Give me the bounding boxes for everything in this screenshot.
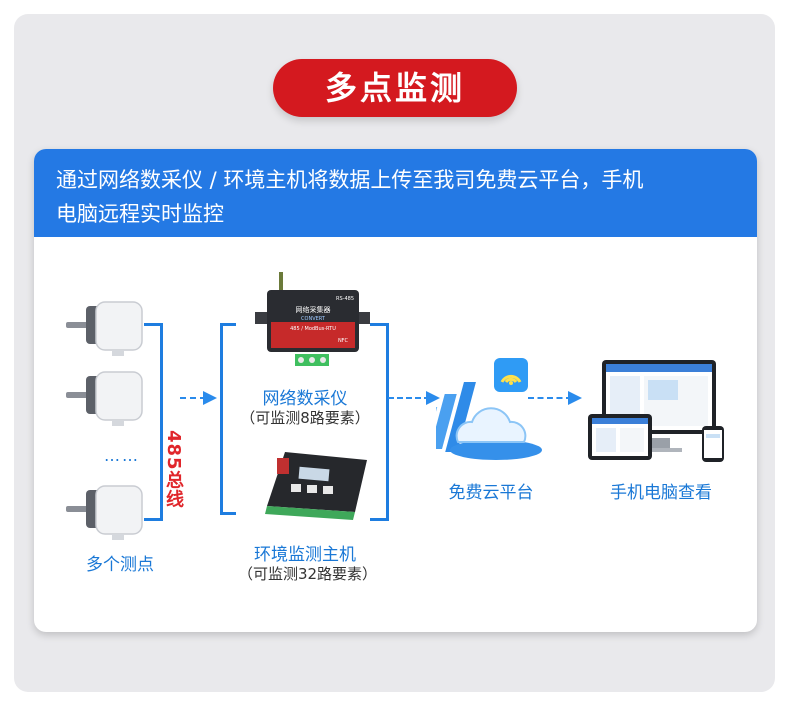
device-nfc-text: NFC xyxy=(338,338,349,344)
arrow-line-2 xyxy=(388,397,430,399)
more-sensors-ellipsis: …… xyxy=(104,446,140,465)
collector-bracket-top-left xyxy=(220,323,236,326)
arrow-line-3 xyxy=(528,397,572,399)
device-port-text: RS-485 xyxy=(336,296,354,302)
host-label: 环境监测主机 xyxy=(254,545,356,565)
network-collector-icon: 网络采集器 CONVERT 485 / ModBus-RTU RS-485 NF… xyxy=(255,272,370,366)
collector-label: 网络数采仪 xyxy=(262,389,348,409)
arrow-head-2 xyxy=(426,391,440,405)
card-header: 通过网络数采仪 / 环境主机将数据上传至我司免费云平台，手机 电脑远程实时监控 xyxy=(34,149,757,237)
collector-bracket-left xyxy=(220,323,393,515)
device-title-text: 网络采集器 xyxy=(296,305,331,314)
bus-label: 485总线 xyxy=(163,430,184,509)
arrow-head-1 xyxy=(203,391,217,405)
collector-bracket-right xyxy=(370,323,389,521)
sensor-3-icon xyxy=(66,485,143,540)
arrow-line-1 xyxy=(180,397,206,399)
sensor-2-icon xyxy=(66,371,143,426)
devices-label: 手机电脑查看 xyxy=(610,483,712,503)
environment-host-icon xyxy=(265,452,367,520)
device-model-text: 485 / ModBus-RTU xyxy=(290,326,336,332)
host-sub: （可监测32路要素） xyxy=(237,565,378,583)
device-brand-text: CONVERT xyxy=(301,316,326,322)
collector-sub: （可监测8路要素） xyxy=(240,409,370,427)
sensors-label: 多个测点 xyxy=(86,555,154,575)
sensor-bracket xyxy=(144,323,163,521)
page-title: 多点监测 xyxy=(273,59,517,117)
intro-line-1: 通过网络数采仪 / 环境主机将数据上传至我司免费云平台，手机 xyxy=(56,168,644,192)
devices-icon xyxy=(588,360,724,462)
cloud-label: 免费云平台 xyxy=(448,483,534,503)
intro-line-2: 电脑远程实时监控 xyxy=(56,202,224,226)
sensor-1-icon xyxy=(66,301,143,356)
arrow-head-3 xyxy=(568,391,582,405)
cloud-platform-icon xyxy=(436,358,542,460)
collector-bracket-bottom-left xyxy=(220,512,236,515)
